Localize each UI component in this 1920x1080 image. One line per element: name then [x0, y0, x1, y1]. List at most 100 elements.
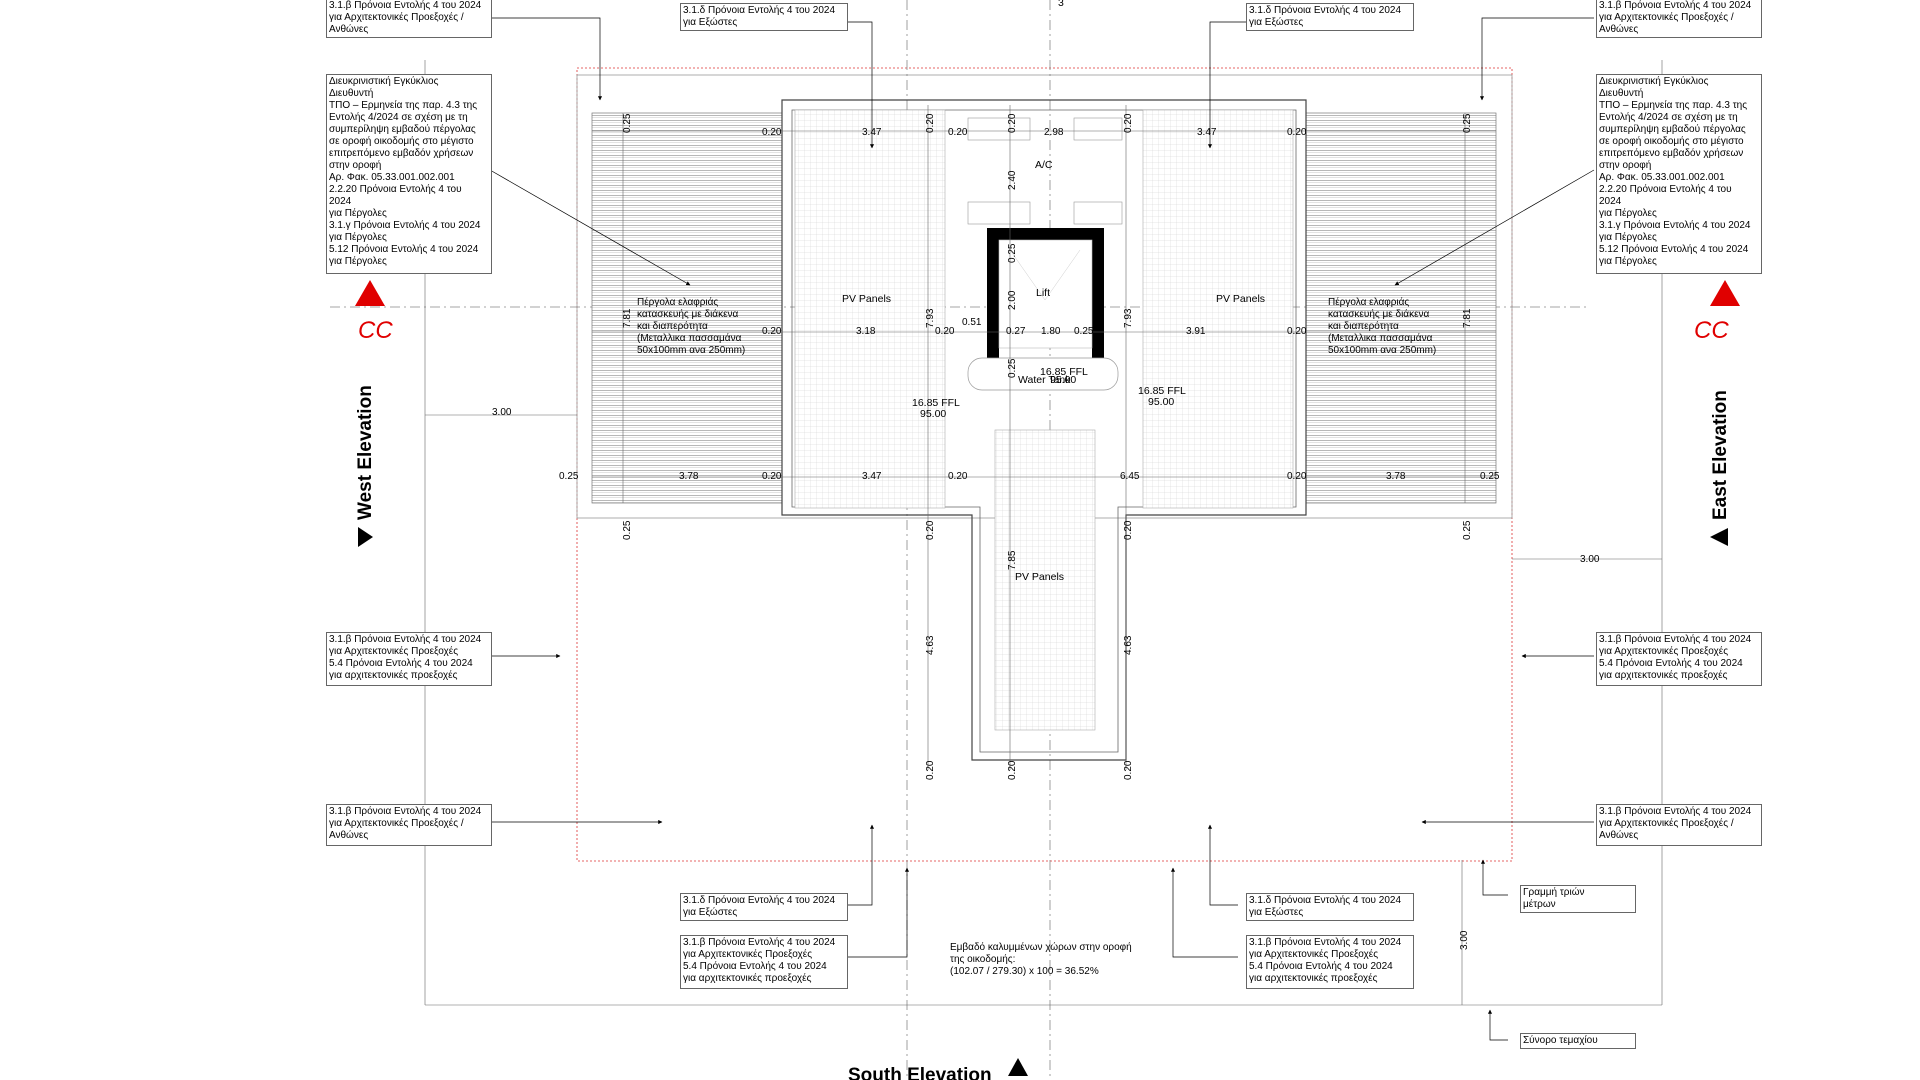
svg-text:0.20: 0.20 [948, 471, 968, 482]
svg-text:0.20: 0.20 [935, 326, 955, 337]
svg-text:0.25: 0.25 [622, 113, 633, 133]
svg-text:0.20: 0.20 [1123, 520, 1134, 540]
svg-text:0.25: 0.25 [559, 471, 579, 482]
pergola-label-right: Πέργολα ελαφριάς κατασκευής με διάκενα κ… [1328, 296, 1436, 356]
svg-text:6.45: 6.45 [1120, 471, 1140, 482]
water-tank-label: Water Tank [1018, 374, 1071, 386]
svg-text:0.20: 0.20 [1123, 113, 1134, 133]
svg-text:2.98: 2.98 [1044, 127, 1064, 138]
svg-text:3.91: 3.91 [1186, 326, 1206, 337]
svg-text:0.20: 0.20 [1287, 471, 1307, 482]
svg-text:0.20: 0.20 [948, 127, 968, 138]
coverage-note: Εμβαδό καλυμμένων χώρων στην οροφή της ο… [950, 941, 1135, 977]
lift-label: Lift [1036, 287, 1050, 299]
ac-unit-1 [967, 117, 1031, 141]
section-marker-left [355, 280, 385, 306]
svg-text:0.20: 0.20 [762, 471, 782, 482]
svg-text:7.85: 7.85 [1007, 550, 1018, 570]
pv-area-left [794, 109, 946, 509]
level-center-value: 95.00 [1050, 374, 1076, 386]
pv-label-bottom: PV Panels [1015, 571, 1064, 583]
level-right: 16.85 FFL [1138, 385, 1186, 397]
svg-text:7.93: 7.93 [925, 308, 936, 328]
clipped-number: 3 [1058, 0, 1064, 9]
level-right-value: 95.00 [1148, 396, 1174, 408]
lift-diagonal [1009, 249, 1081, 301]
svg-text:3.47: 3.47 [1197, 127, 1217, 138]
ac-unit-4 [1073, 201, 1123, 225]
east-elevation-arrow [1710, 528, 1728, 546]
svg-text:0.25: 0.25 [1462, 113, 1473, 133]
svg-text:0.20: 0.20 [1007, 113, 1018, 133]
svg-text:0.25: 0.25 [622, 520, 633, 540]
section-label-left: CC [358, 317, 393, 344]
svg-text:2.00: 2.00 [1007, 290, 1018, 310]
ac-unit-2 [1073, 117, 1123, 141]
svg-text:1.80: 1.80 [1041, 326, 1061, 337]
svg-text:0.20: 0.20 [925, 520, 936, 540]
svg-text:0.20: 0.20 [762, 326, 782, 337]
svg-text:3.47: 3.47 [862, 127, 882, 138]
dimension-values-vertical: 0.25 0.20 0.20 0.20 0.25 2.40 0.25 2.00 … [622, 113, 1473, 950]
leader-lines [489, 17, 1595, 1041]
svg-text:0.20: 0.20 [925, 760, 936, 780]
svg-text:0.20: 0.20 [925, 113, 936, 133]
dimension-values: 0.20 3.47 0.20 2.98 3.47 0.20 0.20 3.18 … [492, 127, 1600, 565]
svg-text:3.00: 3.00 [1580, 554, 1600, 565]
svg-text:2.40: 2.40 [1007, 170, 1018, 190]
south-elevation-label: South Elevation [848, 1065, 992, 1080]
svg-text:3.18: 3.18 [856, 326, 876, 337]
west-elevation-arrow [358, 527, 373, 547]
svg-text:0.20: 0.20 [1007, 760, 1018, 780]
svg-text:3.78: 3.78 [1386, 471, 1406, 482]
svg-text:3.00: 3.00 [492, 407, 512, 418]
svg-text:3.00: 3.00 [1459, 930, 1470, 950]
level-left-value: 95.00 [920, 408, 946, 420]
svg-text:4.63: 4.63 [925, 635, 936, 655]
west-elevation-label: West Elevation [355, 385, 376, 520]
lift-car [998, 239, 1093, 349]
svg-text:3.47: 3.47 [862, 471, 882, 482]
svg-text:0.25: 0.25 [1007, 358, 1018, 378]
svg-text:0.27: 0.27 [1006, 326, 1026, 337]
svg-text:0.25: 0.25 [1462, 520, 1473, 540]
svg-text:0.25: 0.25 [1074, 326, 1094, 337]
svg-text:0.20: 0.20 [1287, 127, 1307, 138]
svg-text:0.20: 0.20 [1123, 760, 1134, 780]
svg-text:0.25: 0.25 [1007, 243, 1018, 263]
pergola-label-left: Πέργολα ελαφριάς κατασκευής με διάκενα κ… [637, 296, 745, 356]
south-elevation-arrow [1008, 1058, 1028, 1076]
svg-text:0.20: 0.20 [762, 127, 782, 138]
pv-label-left: PV Panels [842, 293, 891, 305]
pv-area-right [1142, 109, 1294, 509]
pv-label-right: PV Panels [1216, 293, 1265, 305]
pv-area-bottom [994, 429, 1096, 731]
svg-text:0.51: 0.51 [962, 317, 982, 328]
ac-unit-3 [967, 201, 1031, 225]
level-left: 16.85 FFL [912, 397, 960, 409]
level-center: 16.85 FFL [1040, 366, 1088, 378]
water-tank [967, 357, 1119, 391]
svg-text:7.93: 7.93 [1123, 308, 1134, 328]
section-marker-right [1710, 280, 1740, 306]
svg-text:4.63: 4.63 [1123, 635, 1134, 655]
ac-label: A/C [1035, 159, 1053, 171]
section-label-right: CC [1694, 317, 1729, 344]
note-plot-boundary: Σύνορο τεμαχίου [1520, 1033, 1636, 1049]
svg-text:7.81: 7.81 [622, 308, 633, 328]
pergola-left-hatch [591, 112, 783, 504]
